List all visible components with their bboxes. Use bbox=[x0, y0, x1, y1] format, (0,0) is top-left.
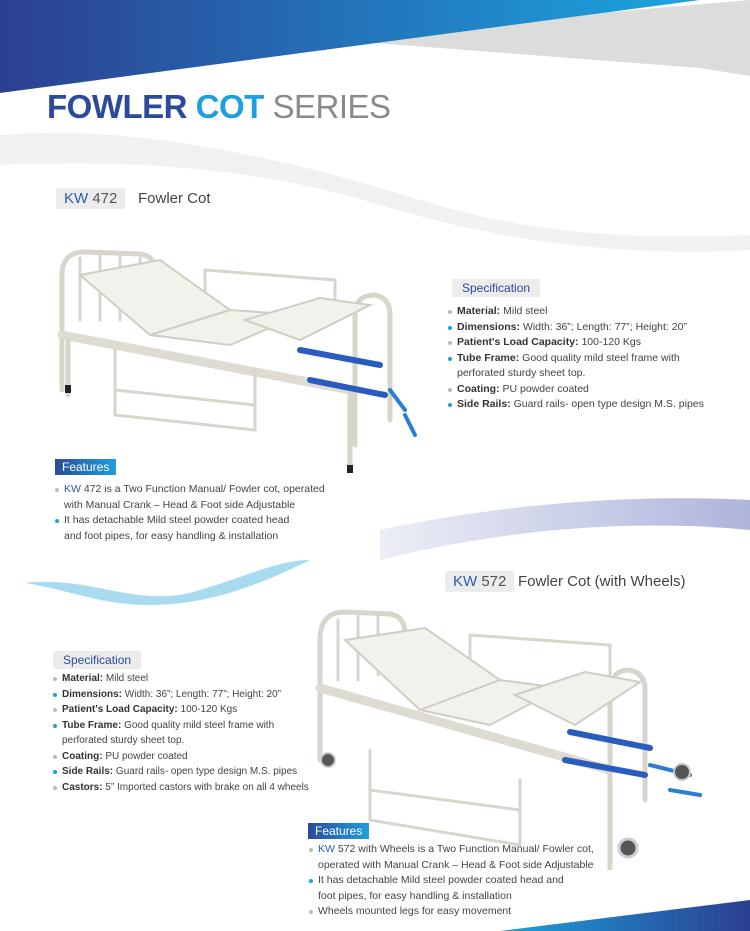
spec-item: Side Rails: Guard rails- open type desig… bbox=[448, 397, 748, 413]
feature-item: It has detachable Mild steel powder coat… bbox=[309, 873, 569, 904]
feature-item: KW 472 is a Two Function Manual/ Fowler … bbox=[55, 482, 345, 513]
product-name: Fowler Cot bbox=[138, 190, 211, 207]
spec-item: Coating: PU powder coated bbox=[53, 749, 313, 765]
spec-item: Patient's Load Capacity: 100-120 Kgs bbox=[448, 335, 748, 351]
spec-item: Tube Frame: Good quality mild steel fram… bbox=[448, 351, 698, 382]
specification-list: Material: Mild steel Dimensions: Width: … bbox=[53, 671, 313, 795]
feature-item: It has detachable Mild steel powder coat… bbox=[55, 513, 295, 544]
page-title: FOWLER COT SERIES bbox=[47, 88, 391, 125]
spec-item: Side Rails: Guard rails- open type desig… bbox=[53, 764, 313, 780]
spec-item: Patient's Load Capacity: 100-120 Kgs bbox=[53, 702, 313, 718]
features-list: KW 572 with Wheels is a Two Function Man… bbox=[309, 842, 599, 920]
product-name: Fowler Cot (with Wheels) bbox=[518, 573, 686, 590]
feature-item: Wheels mounted legs for easy movement bbox=[309, 904, 599, 920]
features-heading: Features bbox=[55, 459, 117, 475]
spec-item: Material: Mild steel bbox=[53, 671, 313, 687]
spec-item: Castors: 5” Imported castors with brake … bbox=[53, 780, 313, 796]
spec-item: Coating: PU powder coated bbox=[448, 382, 748, 398]
spec-item: Dimensions: Width: 36”; Length: 77”; Hei… bbox=[53, 687, 313, 703]
spec-item: Dimensions: Width: 36”; Length: 77”; Hei… bbox=[448, 320, 748, 336]
spec-item: Tube Frame: Good quality mild steel fram… bbox=[53, 718, 288, 749]
features-heading: Features bbox=[308, 823, 370, 839]
features-list: KW 472 is a Two Function Manual/ Fowler … bbox=[55, 482, 345, 544]
product-code-badge: KW 472 bbox=[56, 188, 126, 209]
spec-item: Material: Mild steel bbox=[448, 304, 748, 320]
bed-image-kw472 bbox=[57, 249, 417, 473]
specification-heading: Specification bbox=[452, 279, 541, 297]
specification-list: Material: Mild steel Dimensions: Width: … bbox=[448, 304, 748, 413]
specification-heading: Specification bbox=[53, 651, 142, 669]
bed-image-kw572 bbox=[315, 609, 702, 870]
feature-item: KW 572 with Wheels is a Two Function Man… bbox=[309, 842, 599, 873]
product-code-badge: KW 572 bbox=[445, 571, 515, 592]
